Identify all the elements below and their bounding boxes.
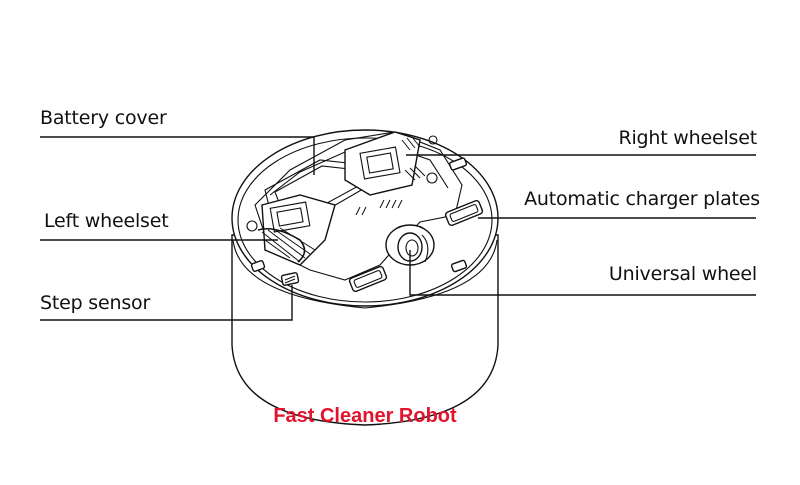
leader-battery-cover — [40, 136, 315, 175]
label-universal-wheel: Universal wheel — [608, 263, 757, 285]
label-step-sensor: Step sensor — [40, 292, 151, 314]
center-vents — [355, 199, 403, 216]
charger-plates — [250, 157, 484, 293]
universal-wheel — [385, 224, 435, 266]
left-wheelset — [246, 194, 336, 266]
caption-title: Fast Cleaner Robot — [273, 405, 457, 427]
label-right-wheelset: Right wheelset — [618, 127, 757, 149]
leader-step-sensor — [40, 285, 293, 321]
label-left-wheelset: Left wheelset — [44, 210, 169, 232]
leader-lines — [40, 136, 756, 321]
label-battery-cover: Battery cover — [40, 107, 167, 129]
label-automatic-charger-plates: Automatic charger plates — [524, 188, 760, 210]
right-wheelset — [344, 131, 438, 196]
leader-universal-wheel — [409, 250, 756, 296]
step-sensor — [280, 272, 300, 286]
